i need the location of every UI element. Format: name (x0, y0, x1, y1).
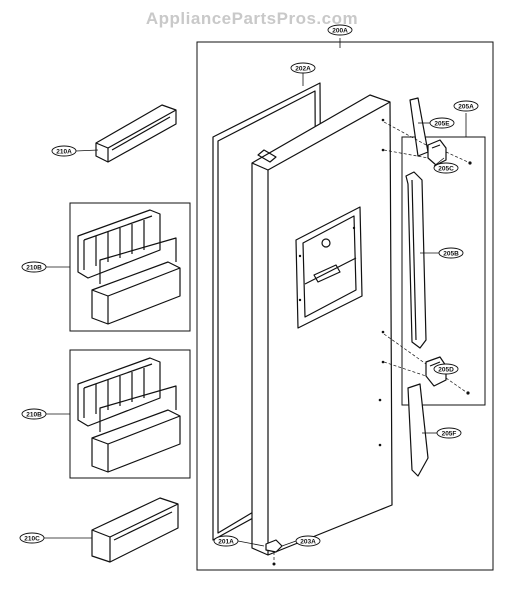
callout-201A: 201A (213, 535, 239, 547)
callout-205D: 205D (433, 363, 459, 375)
svg-text:205F: 205F (442, 430, 457, 437)
callout-205B: 205B (438, 247, 464, 259)
handle-bracket-lower (383, 333, 470, 395)
callout-205E: 205E (429, 117, 455, 129)
door-handle (405, 171, 427, 349)
svg-text:205C: 205C (438, 165, 454, 172)
handle-group-box (401, 136, 486, 406)
callout-205A: 205A (453, 100, 479, 112)
handle-bracket-upper (383, 121, 472, 166)
svg-text:205D: 205D (438, 366, 454, 373)
leader-lines (44, 38, 467, 547)
handle-cap-bottom (407, 383, 429, 477)
callout-200A: 200A (327, 24, 353, 36)
svg-text:205A: 205A (458, 103, 474, 110)
svg-text:210C: 210C (24, 535, 40, 542)
door-panel (251, 94, 393, 556)
callout-202A: 202A (290, 62, 316, 74)
callout-210C: 210C (19, 532, 45, 544)
svg-text:200A: 200A (332, 27, 348, 34)
callout-203A: 203A (295, 535, 321, 547)
wire-basket-top (77, 209, 181, 325)
svg-text:210B: 210B (26, 264, 42, 271)
handle-cap-top (409, 97, 429, 157)
svg-text:210A: 210A (56, 148, 72, 155)
callout-210A: 210A (51, 145, 77, 157)
svg-text:210B: 210B (26, 411, 42, 418)
svg-text:205E: 205E (434, 120, 450, 127)
hinge-bracket-bottom (265, 539, 283, 566)
callout-205C: 205C (433, 162, 459, 174)
svg-text:205B: 205B (443, 250, 459, 257)
door-bin-top (95, 104, 177, 163)
callout-205F: 205F (436, 427, 462, 439)
callout-210B-top: 210B (21, 261, 47, 273)
door-bin-bottom (91, 497, 179, 563)
main-assembly-frame (196, 41, 494, 571)
svg-text:203A: 203A (300, 538, 316, 545)
svg-text:202A: 202A (295, 65, 311, 72)
svg-text:201A: 201A (218, 538, 234, 545)
wire-basket-bottom (77, 357, 181, 473)
callout-210B-bottom: 210B (21, 408, 47, 420)
watermark-text: AppliancePartsPros.com (146, 9, 358, 28)
